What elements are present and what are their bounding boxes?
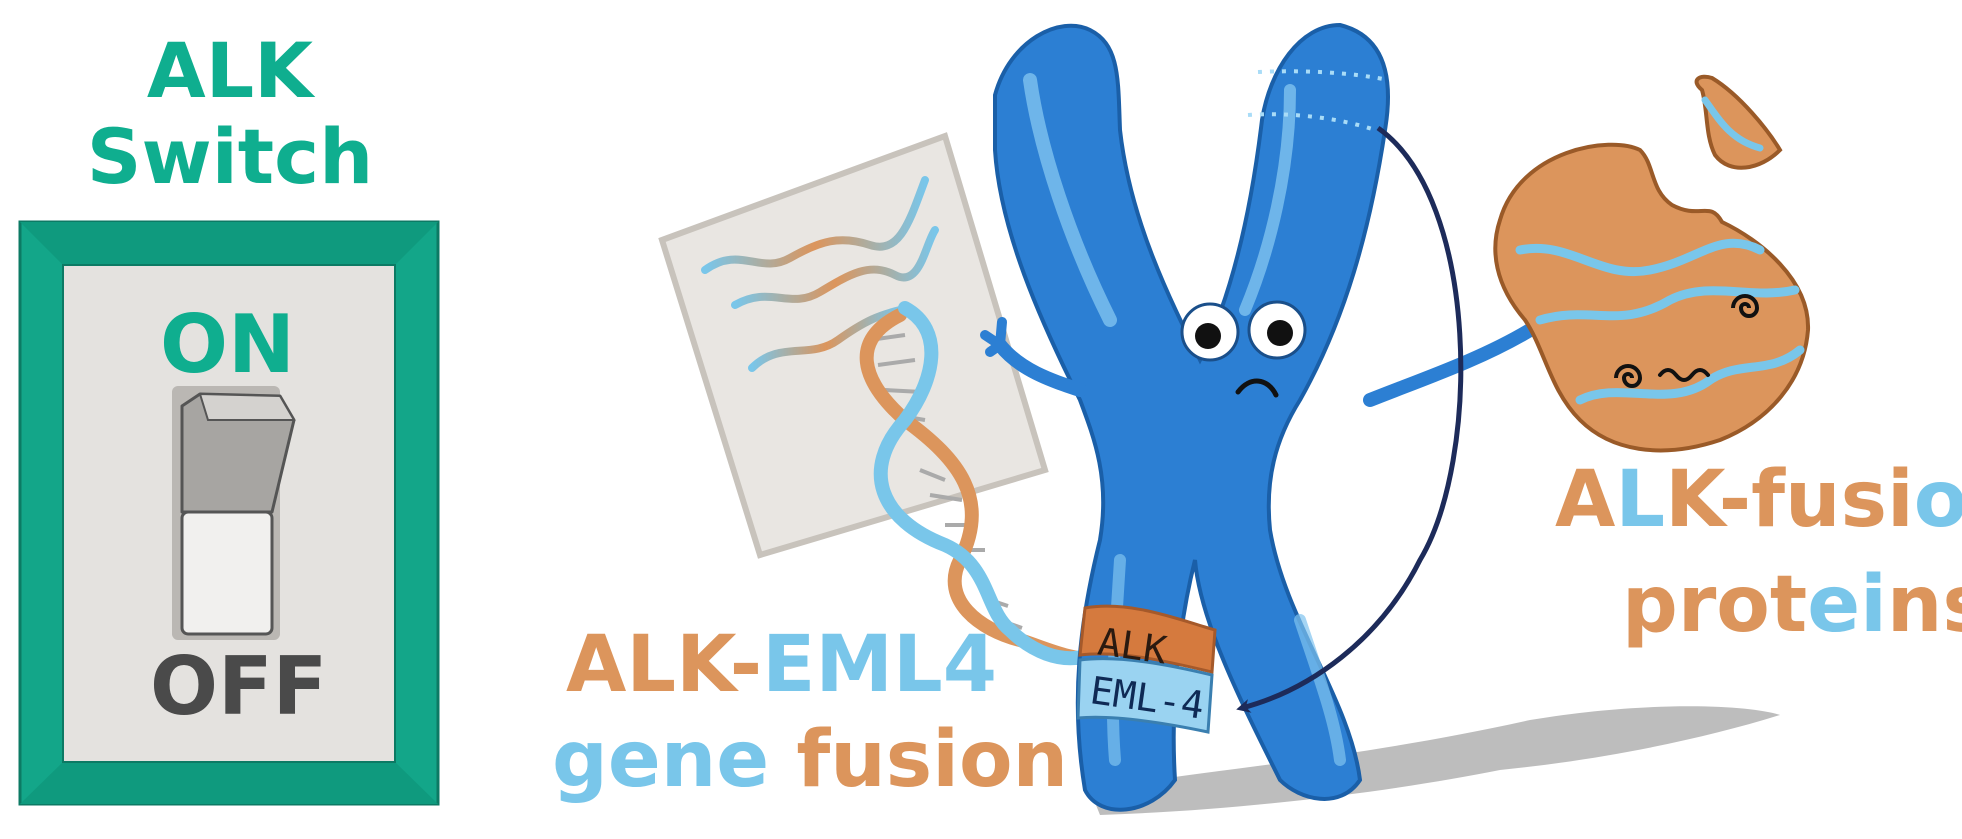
switch-toggle-top	[198, 392, 296, 421]
alk-band-label: ALK	[1095, 619, 1170, 673]
chromosome-pupil-left	[1195, 323, 1221, 349]
chromosome-left-arm	[993, 338, 1087, 397]
dna-strand-blue	[873, 301, 1097, 666]
rna-strand-2	[731, 226, 939, 309]
alk-band	[1078, 604, 1217, 674]
protein-stripe-2	[1535, 285, 1800, 325]
gene-fusion-line-2: gene fusion	[552, 715, 1068, 805]
fp-ei: ei	[1807, 560, 1887, 650]
fp-letter-l: L	[1615, 455, 1666, 545]
title-line-1: ALK	[146, 26, 314, 115]
gene-fusion-alk: ALK-	[566, 620, 763, 710]
chromosome-left-hand	[980, 317, 1007, 357]
chromosome-break-line-2	[1247, 112, 1376, 132]
protein-dizzy-eye-left	[1614, 364, 1643, 388]
fp-k-fusi: K-fusi	[1665, 455, 1914, 545]
fusion-proteins-line-1: ALK-fusion	[1555, 455, 1962, 545]
switch-off-label: OFF	[150, 640, 328, 733]
chromosome-highlight-right	[1239, 84, 1296, 316]
gene-fusion-gene: gene	[552, 715, 770, 805]
dna-paper	[658, 132, 1049, 559]
chromosome-highlight-left	[1023, 73, 1117, 327]
protein-body	[1493, 142, 1811, 453]
fusion-proteins-line-2: proteins	[1622, 560, 1962, 650]
chromosome-pupil-right	[1267, 320, 1293, 346]
chromosome-highlight-lower-right	[1294, 614, 1346, 766]
protein-dizzy-eye-right	[1731, 294, 1760, 318]
chromosome-character	[980, 22, 1537, 812]
chromosome-break-line-1	[1257, 69, 1389, 82]
translocation-arrow	[1236, 125, 1464, 713]
chromosome-right-arm	[1363, 323, 1537, 407]
switch-frame-bevel-bottom	[20, 762, 438, 804]
title-line-2: Switch	[86, 112, 374, 201]
dna-helix	[859, 301, 1107, 667]
gene-fusion-line-1: ALK-EML4	[566, 620, 997, 710]
paper-sheet	[658, 132, 1049, 559]
gene-fusion-fusion: fusion	[796, 715, 1069, 805]
rna-strand-1	[701, 176, 929, 274]
fp-ns: ns	[1886, 560, 1962, 650]
light-switch[interactable]	[18, 220, 440, 806]
fusion-protein-blob	[1493, 74, 1811, 453]
protein-stripe-3	[1575, 345, 1805, 405]
gene-fusion-eml4: EML4	[762, 620, 997, 710]
rna-strand-3	[748, 306, 904, 372]
switch-on-label: ON	[160, 298, 295, 391]
protein-wavy-mouth	[1658, 368, 1710, 382]
switch-frame-bevel-top	[20, 222, 438, 265]
protein-broken-piece	[1694, 74, 1783, 170]
eml4-band	[1076, 657, 1214, 734]
fp-letter-a: A	[1555, 455, 1616, 545]
chromosome-frown	[1235, 378, 1279, 398]
fp-letter-o: o	[1913, 455, 1962, 545]
switch-toggle-lower	[180, 510, 274, 636]
chromosome-shadow	[1090, 706, 1780, 815]
fp-prot: prot	[1622, 560, 1808, 650]
protein-stripe-1	[1515, 238, 1765, 276]
protein-piece-stripe	[1701, 96, 1764, 152]
alk-switch-title: ALK Switch	[0, 28, 460, 200]
